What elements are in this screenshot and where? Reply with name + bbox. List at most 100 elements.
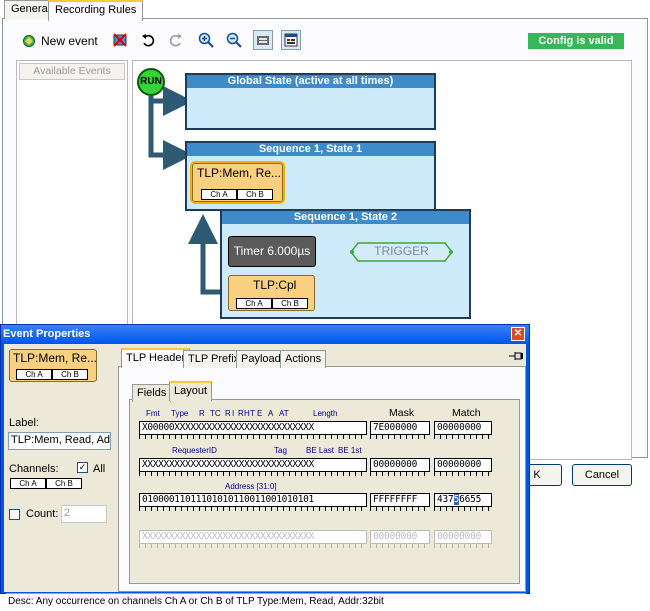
dialog-body: TLP:Mem, Re... Ch A Ch B Label: TLP:Mem,…: [4, 344, 526, 607]
bit-ticks: [139, 472, 367, 476]
field-label: RequesterID: [172, 446, 217, 455]
bit-ticks: [434, 507, 492, 511]
channel-a-tag: Ch A: [236, 298, 272, 309]
tab-tlp-header[interactable]: TLP Header: [121, 348, 191, 368]
dialog-title: Event Properties: [1, 325, 529, 343]
delete-icon: [113, 33, 127, 47]
channel-a-tag: Ch A: [16, 369, 52, 380]
close-button[interactable]: ✕: [511, 327, 525, 341]
match-header: Match: [452, 407, 481, 419]
field-label: TC: [210, 409, 221, 418]
tab-general[interactable]: General: [4, 0, 58, 19]
channel-a-tag: Ch A: [201, 189, 237, 200]
run-start-node[interactable]: RUN: [137, 68, 165, 96]
count-input[interactable]: 2: [61, 505, 107, 523]
field-label: Type: [171, 409, 189, 418]
field-label: Fmt: [146, 409, 160, 418]
bit-ticks: [139, 507, 367, 511]
match-row2[interactable]: 00000000: [434, 458, 492, 472]
dialog-event-card: TLP:Mem, Re... Ch A Ch B: [9, 349, 97, 382]
bit-ticks: [434, 472, 492, 476]
available-events-header[interactable]: Available Events: [19, 63, 125, 80]
global-state-title: Global State (active at all times): [187, 75, 434, 88]
channel-b-tag: Ch B: [272, 298, 308, 309]
seq1-state2-title: Sequence 1, State 2: [222, 211, 469, 224]
match-row1[interactable]: 00000000: [434, 421, 492, 435]
bit-pattern-row1[interactable]: X00000XXXXXXXXXXXXXXXXXXXXXXXXXX: [139, 421, 367, 435]
bit-pattern-row2[interactable]: XXXXXXXXXXXXXXXXXXXXXXXXXXXXXXXX: [139, 458, 367, 472]
global-state-block[interactable]: Global State (active at all times): [185, 73, 436, 130]
seq1-state1-title: Sequence 1, State 1: [187, 143, 434, 156]
zoom-in-button[interactable]: [196, 30, 216, 50]
undo-button[interactable]: [138, 30, 158, 50]
channel-a-toggle[interactable]: Ch A: [10, 478, 46, 489]
subtab-layout[interactable]: Layout: [169, 381, 213, 401]
mask-row1[interactable]: 7E000000: [370, 421, 430, 435]
mask-row4[interactable]: 00000000: [370, 530, 430, 544]
match-cursor-digit: 5: [453, 494, 460, 505]
field-label: BE 1st: [338, 446, 362, 455]
tab-actions[interactable]: Actions: [280, 350, 327, 368]
all-channels-checkbox[interactable]: ✓: [77, 462, 88, 473]
pin-button[interactable]: [506, 348, 526, 364]
redo-button[interactable]: [166, 30, 186, 50]
bit-ticks: [434, 435, 492, 439]
field-label: R: [238, 409, 244, 418]
redo-icon: [169, 34, 182, 47]
new-event-icon: [23, 35, 35, 47]
match-row4[interactable]: 00000000: [434, 530, 492, 544]
event-card-tlp-cpl[interactable]: TLP:Cpl Ch A Ch B: [228, 275, 315, 311]
tab-recording-rules[interactable]: Recording Rules: [48, 0, 144, 21]
new-event-button[interactable]: New event: [22, 32, 102, 50]
tab-payload[interactable]: Payload: [236, 350, 286, 368]
field-label: AT: [279, 409, 289, 418]
bit-ticks: [370, 435, 430, 439]
zoom-out-icon: [226, 32, 242, 48]
label-input[interactable]: TLP:Mem, Read, Addr:: [8, 432, 111, 450]
close-icon: ✕: [513, 328, 523, 339]
label-caption: Label:: [9, 417, 39, 429]
count-label: Count:: [26, 508, 59, 520]
count-checkbox[interactable]: [9, 509, 20, 520]
mask-header: Mask: [389, 407, 415, 419]
event-card-label: TLP:Mem, Re...: [13, 351, 98, 365]
trigger-label: TRIGGER: [374, 244, 429, 258]
properties-button[interactable]: [281, 30, 301, 50]
field-label: Tag: [274, 446, 287, 455]
channel-b-tag: Ch B: [52, 369, 88, 380]
match-text: 6655: [459, 494, 482, 505]
event-card-label: TLP:Mem, Re...: [197, 166, 282, 180]
trigger-node[interactable]: [350, 242, 453, 262]
channel-b-tag: Ch B: [237, 189, 273, 200]
mask-row3[interactable]: FFFFFFFF: [370, 493, 430, 507]
bit-pattern-row4[interactable]: XXXXXXXXXXXXXXXXXXXXXXXXXXXXXXXX: [139, 530, 367, 544]
subtab-fields[interactable]: Fields: [132, 384, 172, 402]
cancel-button[interactable]: Cancel: [572, 464, 632, 486]
bit-ticks: [139, 544, 367, 548]
mask-row2[interactable]: 00000000: [370, 458, 430, 472]
field-label: E: [257, 409, 263, 418]
bit-ticks: [370, 544, 430, 548]
timer-node[interactable]: Timer 6.000µs: [228, 236, 316, 267]
field-label: BE Last: [306, 446, 335, 455]
channel-b-toggle[interactable]: Ch B: [46, 478, 82, 489]
bit-ticks: [139, 435, 367, 439]
field-label: T: [250, 409, 255, 418]
tab-tlp-prefix[interactable]: TLP Prefix: [183, 350, 245, 368]
event-card-label: TLP:Cpl: [253, 278, 297, 292]
fit-view-button[interactable]: [253, 30, 273, 50]
zoom-out-button[interactable]: [224, 30, 244, 50]
bit-pattern-row3[interactable]: 01000011011101010110011001010101: [139, 493, 367, 507]
field-label: R: [225, 409, 231, 418]
zoom-in-icon: [198, 32, 214, 48]
field-label: I: [232, 409, 235, 418]
new-event-label: New event: [41, 34, 98, 48]
event-card-tlp-mem-read[interactable]: TLP:Mem, Re... Ch A Ch B: [190, 161, 285, 204]
match-row3[interactable]: 43756655: [434, 493, 492, 507]
delete-button[interactable]: [110, 30, 130, 50]
field-label: A: [268, 409, 274, 418]
field-label: H: [244, 409, 250, 418]
description-status-bar: Desc: Any occurrence on channels Ch A or…: [6, 593, 526, 611]
pin-icon: [509, 352, 523, 360]
bit-ticks: [370, 507, 430, 511]
